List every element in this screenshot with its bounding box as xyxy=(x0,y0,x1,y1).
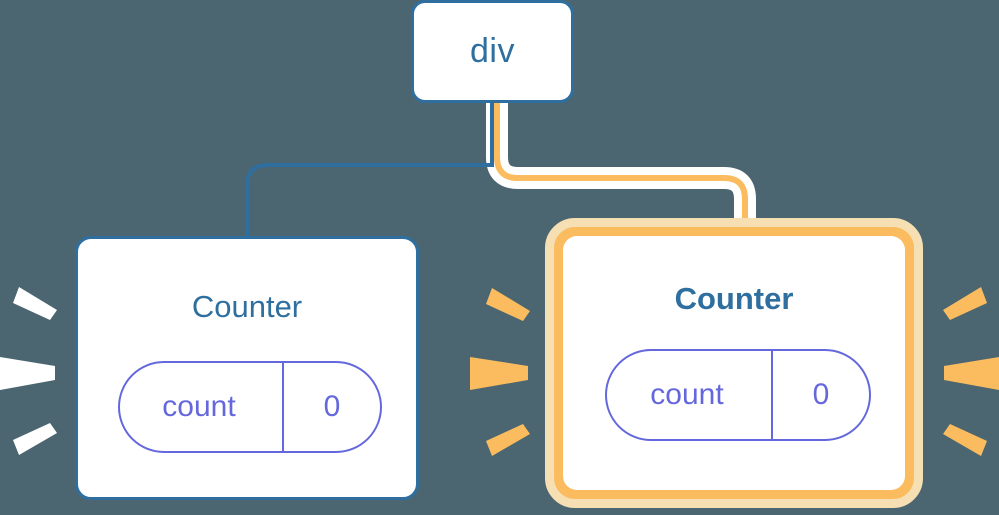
state-value-label: 0 xyxy=(812,378,830,411)
state-pill-left[interactable]: count 0 xyxy=(118,361,382,453)
state-pill-right[interactable]: count 0 xyxy=(605,349,871,441)
node-counter-right[interactable]: Counter count 0 xyxy=(563,236,905,490)
state-key-label: count xyxy=(650,378,724,411)
node-div-label: div xyxy=(470,32,515,70)
node-div[interactable]: div xyxy=(411,0,574,103)
edge-to-right-counter xyxy=(494,103,748,228)
edge-to-left-counter xyxy=(245,103,494,240)
node-counter-left-title: Counter xyxy=(191,289,303,324)
pill-divider xyxy=(282,363,284,451)
state-key-label: count xyxy=(162,390,236,423)
state-value-label: 0 xyxy=(323,390,341,423)
pill-divider xyxy=(771,351,773,439)
highlighted-edge-halo xyxy=(486,103,756,228)
node-counter-right-title: Counter xyxy=(674,281,794,316)
node-counter-left[interactable]: Counter count 0 xyxy=(75,236,419,500)
